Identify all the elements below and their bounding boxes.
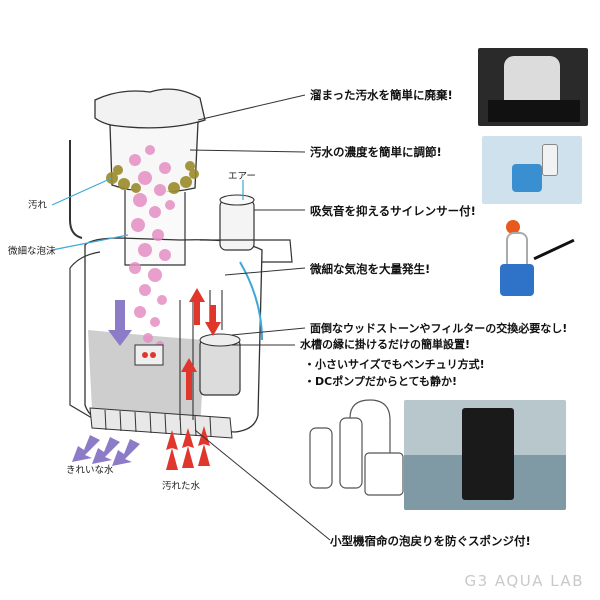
callout-quiet-pump: ・DCポンプだからとても静か! [304,375,458,388]
watermark: G3 AQUA LAB [464,572,584,590]
label-clean-water: きれいな水 [66,465,114,476]
collection-cup-lid [94,88,206,130]
label-fine-foam: 微細な泡沫 [8,246,56,257]
callout-silencer: 吸気音を抑えるサイレンサー付! [310,204,476,218]
callout-no-replacement: 面倒なウッドストーンやフィルターの交換必要なし! [310,322,568,335]
clean-water-arrows [72,300,140,466]
collection-cup [109,121,199,193]
product-photo-installed [404,400,566,510]
callout-concentration: 汚水の濃度を簡単に調節! [310,145,442,159]
leader-lines [189,94,331,541]
callout-venturi: ・小さいサイズでもベンチュリ方式! [304,358,485,371]
callout-sponge: 小型機宿命の泡戻りを防ぐスポンジ付! [330,534,531,548]
callout-fine-bubbles: 微細な気泡を大量発生! [310,262,431,276]
sponge-grid [89,407,233,439]
dirty-water-arrows [166,288,221,470]
venturi-detail [134,344,164,366]
dirt-ring [106,161,199,194]
product-photo-silencer [482,136,582,204]
water-chamber [88,330,205,430]
product-photo-pump [488,212,580,304]
label-dirt: 汚れ [28,200,48,211]
silencer-cylinder [219,199,255,251]
callout-cup-disposal: 溜まった汚水を簡単に廃棄! [310,88,453,102]
dc-pump [199,339,241,396]
product-photo-cup [478,48,588,126]
label-air: エアー [228,171,256,182]
callout-easy-install: 水槽の縁に掛けるだけの簡単設置! [300,338,471,351]
product-sketch-small [309,399,404,496]
label-dirty-water: 汚れた水 [162,481,201,492]
